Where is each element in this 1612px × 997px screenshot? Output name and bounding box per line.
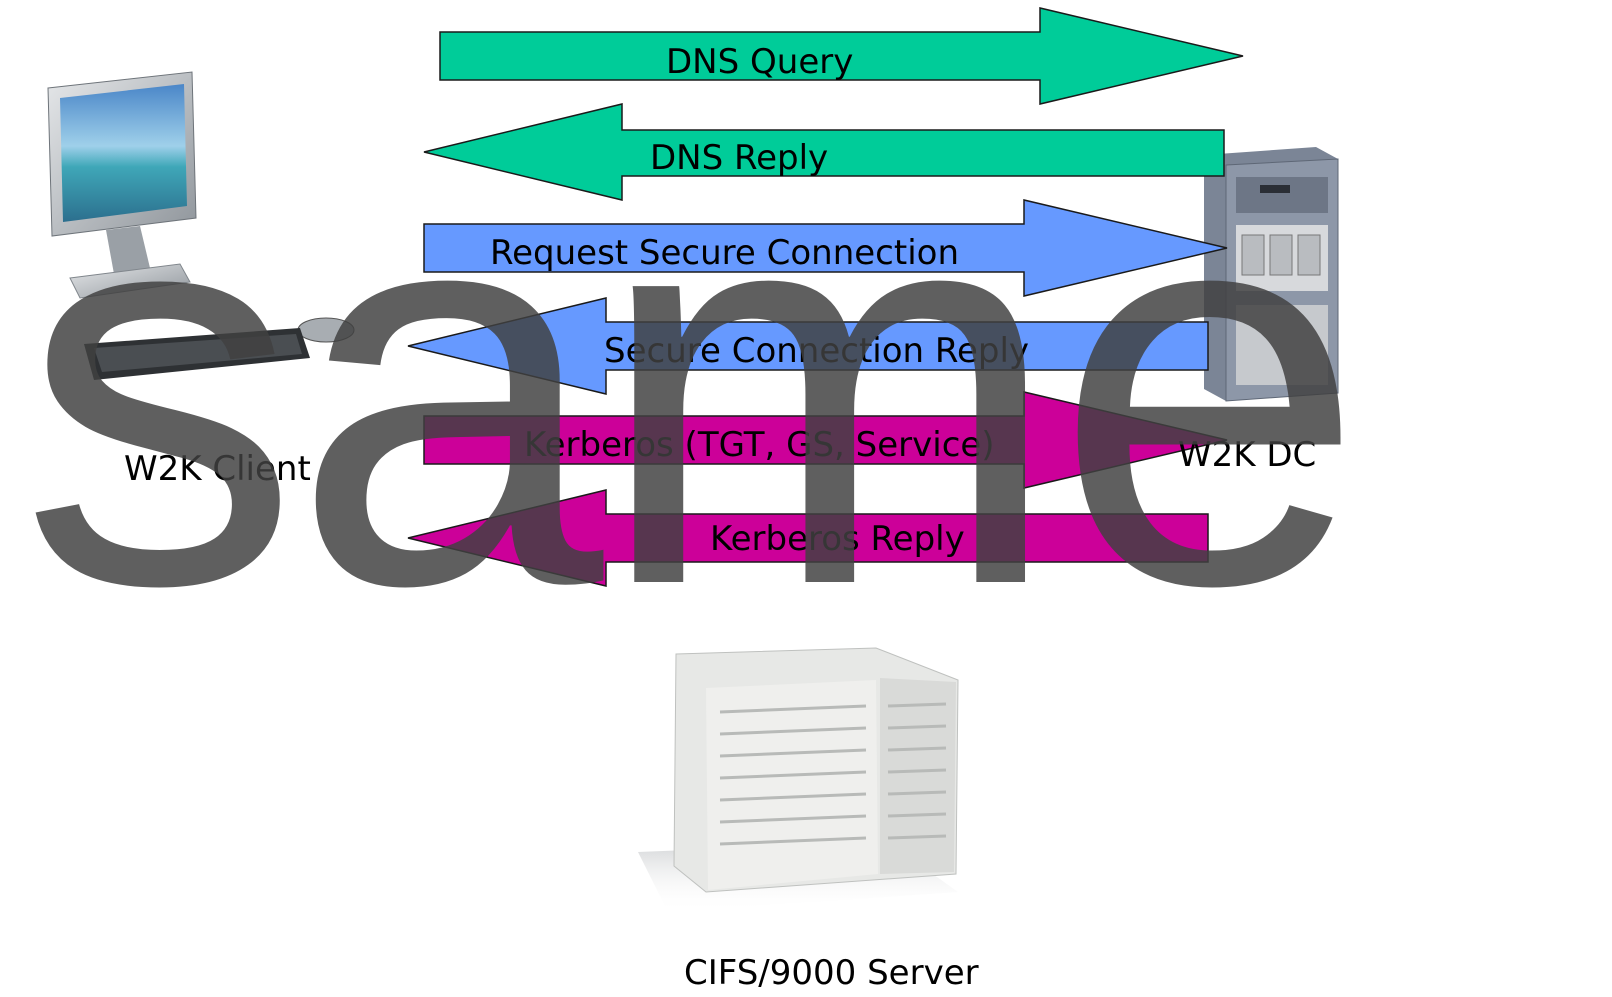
tower-server-icon	[638, 647, 959, 912]
dc-label: W2K DC	[1178, 435, 1317, 475]
arrow-secure-connection-reply	[407, 297, 1209, 395]
arrow-request-secure-connection	[423, 199, 1228, 297]
arrow-dns-reply	[423, 103, 1225, 201]
desktop-computer-icon	[47, 71, 355, 380]
label-dns-reply: DNS Reply	[650, 138, 829, 178]
label-secure-connection-reply: Secure Connection Reply	[604, 331, 1030, 371]
label-kerberos-reply: Kerberos Reply	[710, 519, 965, 559]
label-kerberos-request: Kerberos (TGT, GS, Service)	[524, 425, 995, 465]
client-label: W2K Client	[124, 449, 311, 489]
arrow-dns-query	[439, 7, 1244, 105]
arrow-kerberos-reply	[407, 489, 1209, 587]
label-dns-query: DNS Query	[666, 42, 854, 82]
cifs-server-label: CIFS/9000 Server	[684, 953, 979, 993]
arrow-kerberos-request	[423, 391, 1228, 489]
rack-server-icon	[1204, 147, 1339, 402]
label-request-secure-connection: Request Secure Connection	[490, 233, 959, 273]
